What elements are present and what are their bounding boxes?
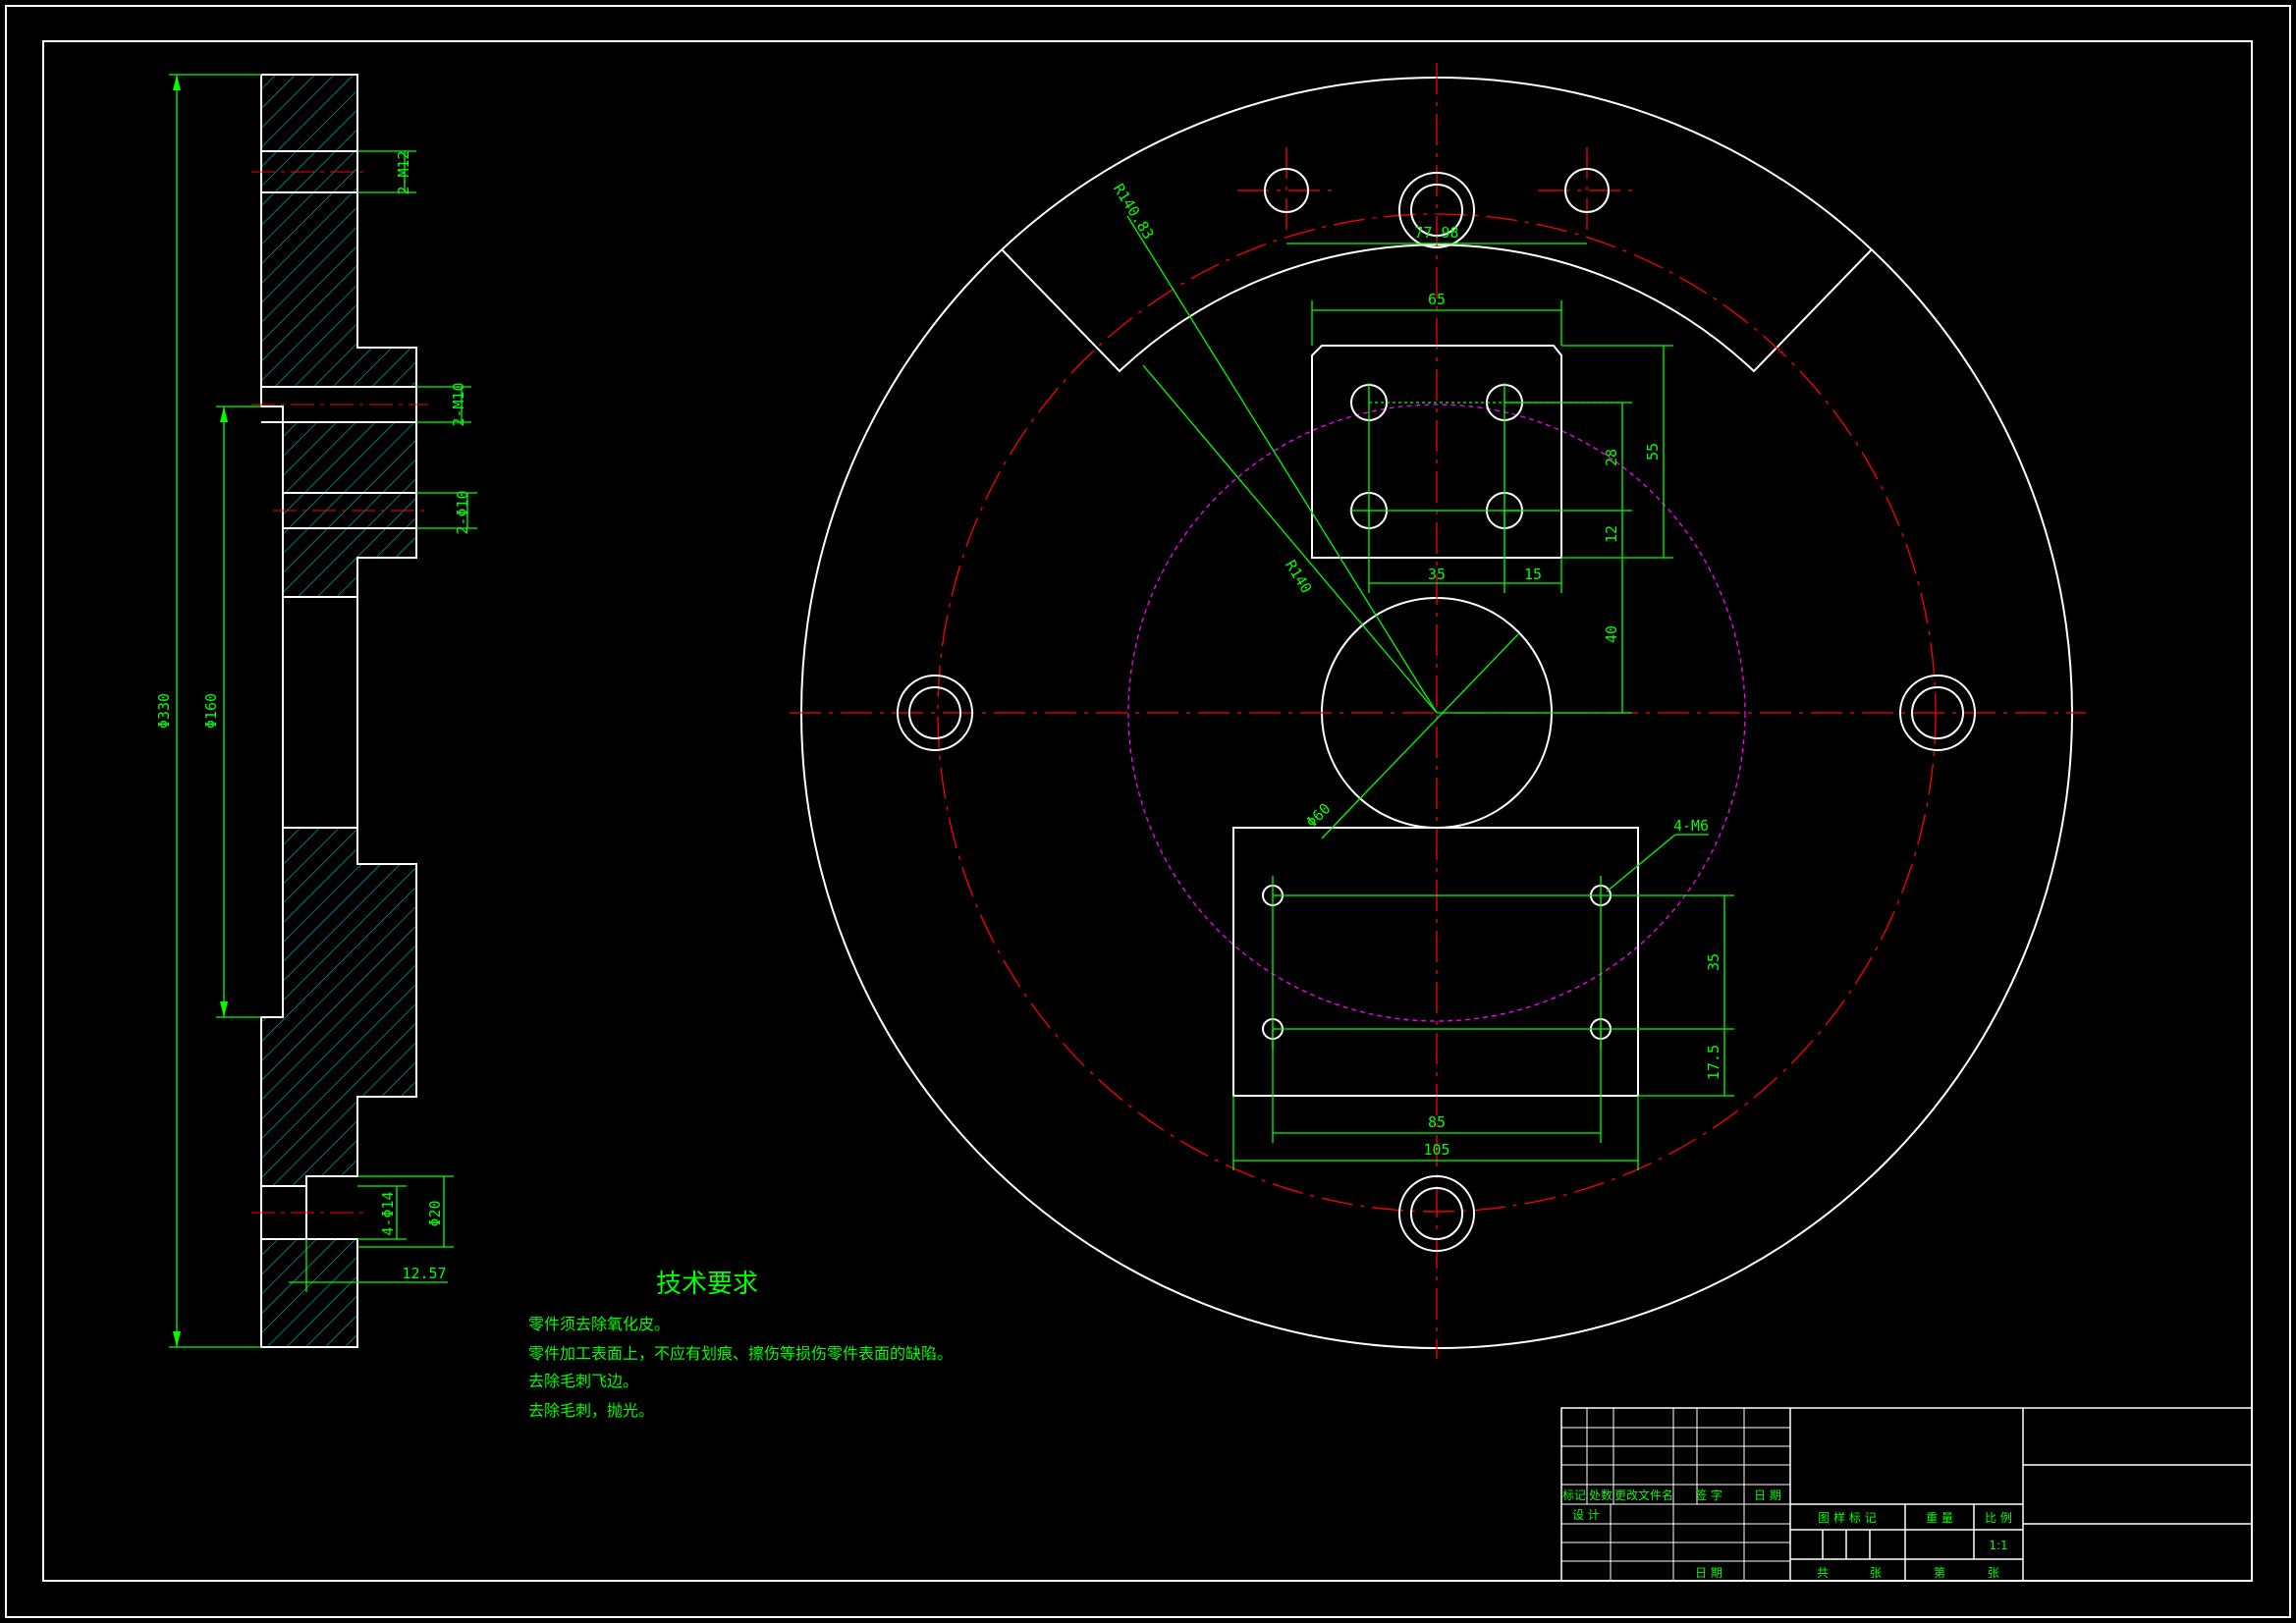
tb-total: 共 xyxy=(1817,1566,1829,1580)
tech-line-1: 零件须去除氧化皮。 xyxy=(528,1315,670,1333)
dim-center-diameter: Φ60 xyxy=(1303,800,1335,832)
tb-header-count: 处数 xyxy=(1589,1488,1613,1502)
section-centerlines xyxy=(251,171,428,1214)
tb-design: 设 计 xyxy=(1572,1508,1600,1522)
tb-scale-value: 1:1 xyxy=(1989,1539,2007,1552)
dim-center-offset: 40 xyxy=(1603,625,1620,643)
tech-line-4: 去除毛刺，抛光。 xyxy=(528,1401,654,1420)
dim-hole-offset: 12 xyxy=(1603,525,1620,543)
section-view: Φ330 Φ160 2-M12 2-M10 2-Φ10 4-Φ14 Φ20 12… xyxy=(155,74,477,1348)
tb-scale-label: 比 例 xyxy=(1985,1511,2012,1525)
tech-requirements: 技术要求 零件须去除氧化皮。 零件加工表面上，不应有划痕、擦伤等损伤零件表面的缺… xyxy=(528,1270,953,1420)
tb-date: 日 期 xyxy=(1695,1566,1722,1580)
tech-title: 技术要求 xyxy=(656,1270,758,1299)
dim-thread-top: 2-M12 xyxy=(395,150,412,194)
dim-hole-edge: 15 xyxy=(1524,566,1542,583)
dim-lower-thread: 4-M6 xyxy=(1673,817,1709,835)
section-dim-lines xyxy=(169,74,477,1348)
upper-plate-holes xyxy=(1350,384,1523,529)
dim-chord: 77.98 xyxy=(1414,224,1458,242)
tech-line-2: 零件加工表面上，不应有划痕、擦伤等损伤零件表面的缺陷。 xyxy=(528,1344,953,1363)
dim-thread-mid: 2-M10 xyxy=(450,382,467,426)
dim-lower-offset: 17.5 xyxy=(1705,1045,1722,1080)
dim-plate-width: 65 xyxy=(1428,291,1446,308)
tech-line-3: 去除毛刺飞边。 xyxy=(528,1372,638,1390)
dim-hole-vspace: 28 xyxy=(1603,449,1620,466)
dim-plate-height: 55 xyxy=(1644,443,1662,460)
dim-lower-hspace: 85 xyxy=(1428,1113,1446,1131)
drawing-frame xyxy=(5,5,2291,1618)
section-hatch xyxy=(261,75,416,1347)
plan-view: R140.83 R140 77.98 65 55 28 12 35 15 40 … xyxy=(790,63,2086,1359)
tb-weight: 重 量 xyxy=(1926,1511,1953,1525)
tb-stage-mark: 图 样 标 记 xyxy=(1818,1510,1876,1525)
tb-header-date: 日 期 xyxy=(1754,1488,1781,1502)
tb-header-mark: 标记 xyxy=(1562,1488,1586,1502)
dim-inner-diameter: Φ160 xyxy=(202,693,220,729)
tb-header-sign: 签 字 xyxy=(1695,1488,1722,1502)
dim-lower-width: 105 xyxy=(1423,1141,1449,1159)
dim-counterbore: Φ20 xyxy=(426,1200,444,1226)
dim-hole-mid: 2-Φ10 xyxy=(454,490,471,534)
section-arrows xyxy=(173,75,228,1347)
lower-plate xyxy=(1232,827,1639,1097)
tb-sheets: 张 xyxy=(1870,1566,1882,1580)
dim-r-outer: R140.83 xyxy=(1110,181,1158,243)
tb-sheet: 张 xyxy=(1988,1566,1999,1580)
tb-sheet-no: 第 xyxy=(1934,1566,1945,1580)
large-holes xyxy=(897,168,1976,1252)
plan-centerlines xyxy=(790,63,2086,1359)
dim-hole-hspace: 35 xyxy=(1428,566,1446,583)
tb-header-doc: 更改文件名 xyxy=(1614,1488,1673,1502)
dim-depth: 12.57 xyxy=(402,1265,446,1282)
dim-hole-bottom: 4-Φ14 xyxy=(379,1191,397,1235)
dim-overall-diameter: Φ330 xyxy=(155,693,173,729)
pitch-circle xyxy=(1127,404,1746,1022)
dim-lower-vspace: 35 xyxy=(1705,953,1722,971)
title-block: 标记 处数 更改文件名 签 字 日 期 设 计 图 样 标 记 重 量 比 例 … xyxy=(1560,1407,2253,1582)
plan-dim-lines xyxy=(1126,215,1734,1170)
